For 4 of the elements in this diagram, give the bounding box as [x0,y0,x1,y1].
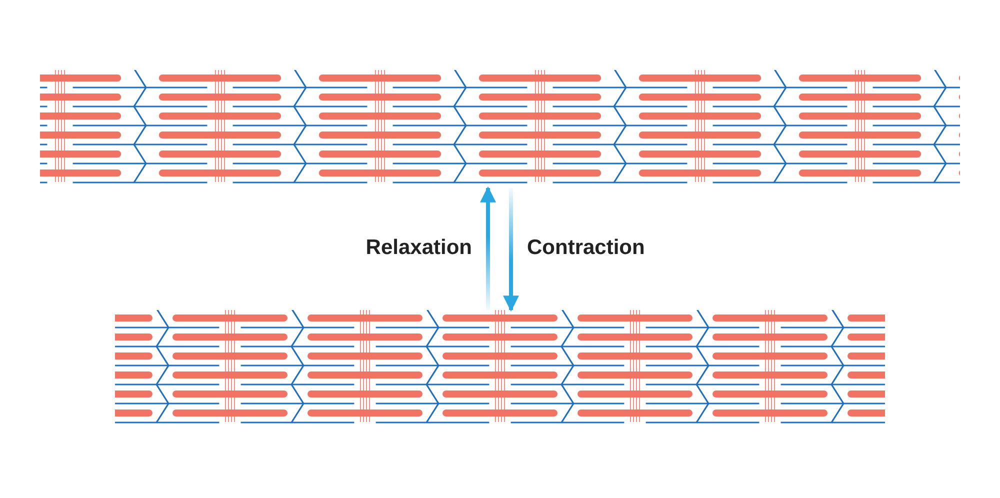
arrow [480,186,496,310]
edge-label: Relaxation [366,236,472,260]
arrow [503,188,519,312]
edge-label: Contraction [527,236,645,260]
